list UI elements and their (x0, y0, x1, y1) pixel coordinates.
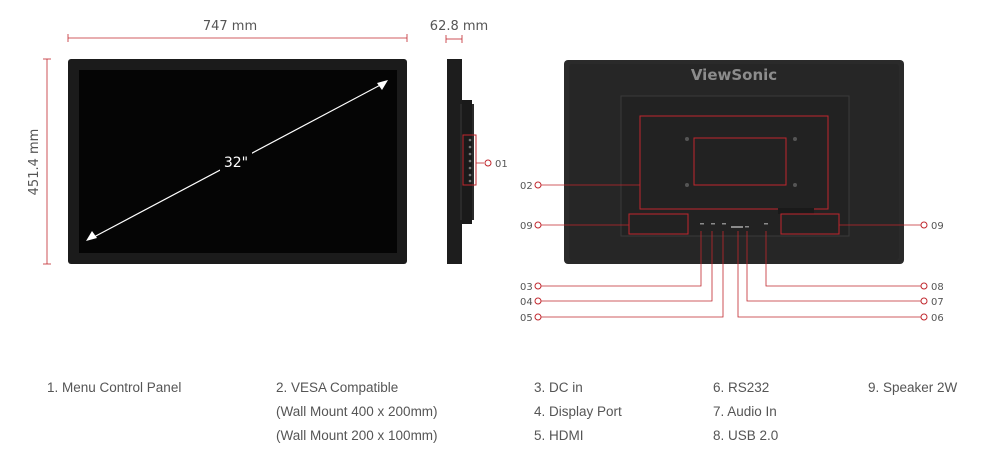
callout-05: 05 (520, 313, 533, 324)
callout-05-marker (534, 313, 542, 321)
legend-item-hdmi: 5. HDMI (534, 428, 584, 443)
legend-item-display-port: 4. Display Port (534, 404, 622, 419)
callout-07: 07 (931, 297, 944, 308)
brand-logo: ViewSonic (691, 66, 777, 84)
speaker-right-highlight (780, 213, 840, 235)
callout-02: 02 (520, 181, 533, 192)
callout-04: 04 (520, 297, 533, 308)
side-view: 62.8 mm 01 (430, 19, 508, 264)
height-dimension-label: 451.4 mm (27, 129, 42, 196)
legend-item-vesa-200: (Wall Mount 200 x 100mm) (276, 428, 438, 443)
callout-03: 03 (520, 282, 533, 293)
back-view: ViewSonic 02 09 09 03 (520, 60, 944, 324)
callout-09-left-marker (534, 221, 542, 229)
callout-03-marker (534, 282, 542, 290)
diagonal-label: 32" (224, 155, 248, 171)
callout-08-marker (920, 282, 928, 290)
side-panel (447, 59, 462, 264)
callout-08: 08 (931, 282, 944, 293)
callout-09-right: 09 (931, 221, 944, 232)
callout-07-marker (920, 297, 928, 305)
callout-01-marker (484, 159, 492, 167)
vesa-200x100-highlight (693, 137, 787, 186)
callout-06: 06 (931, 313, 944, 324)
legend-col-1: 1. Menu Control Panel (47, 376, 181, 400)
legend-item-vesa-400: (Wall Mount 400 x 200mm) (276, 404, 438, 419)
speaker-left-highlight (628, 213, 689, 235)
width-dimension-label: 747 mm (203, 19, 257, 34)
legend-item-menu-control-panel: 1. Menu Control Panel (47, 380, 182, 395)
legend-item-usb: 8. USB 2.0 (713, 428, 779, 443)
monitor-diagram: 747 mm 451.4 mm 32" 62.8 mm 01 (27, 19, 944, 324)
legend-item-speaker: 9. Speaker 2W (868, 380, 958, 395)
callout-01: 01 (495, 159, 508, 170)
vesa-400x200-highlight (639, 115, 829, 210)
legend-item-audio-in: 7. Audio In (713, 404, 777, 419)
callout-02-marker (534, 181, 542, 189)
callout-04-marker (534, 297, 542, 305)
legend-item-rs232: 6. RS232 (713, 380, 770, 395)
depth-dimension-label: 62.8 mm (430, 19, 488, 34)
callout-09-right-marker (920, 221, 928, 229)
legend-item-vesa: 2. VESA Compatible (276, 380, 399, 395)
callout-06-marker (920, 313, 928, 321)
legend-col-3: 3. DC in 4. Display Port 5. HDMI (534, 376, 622, 448)
legend-col-5: 9. Speaker 2W (868, 376, 957, 400)
front-view: 747 mm 451.4 mm 32" (27, 19, 408, 265)
legend-item-dc-in: 3. DC in (534, 380, 583, 395)
legend-col-4: 6. RS232 7. Audio In 8. USB 2.0 (713, 376, 778, 448)
callout-09-left: 09 (520, 221, 533, 232)
menu-control-highlight (462, 134, 477, 186)
legend-col-2: 2. VESA Compatible (Wall Mount 400 x 200… (276, 376, 438, 448)
